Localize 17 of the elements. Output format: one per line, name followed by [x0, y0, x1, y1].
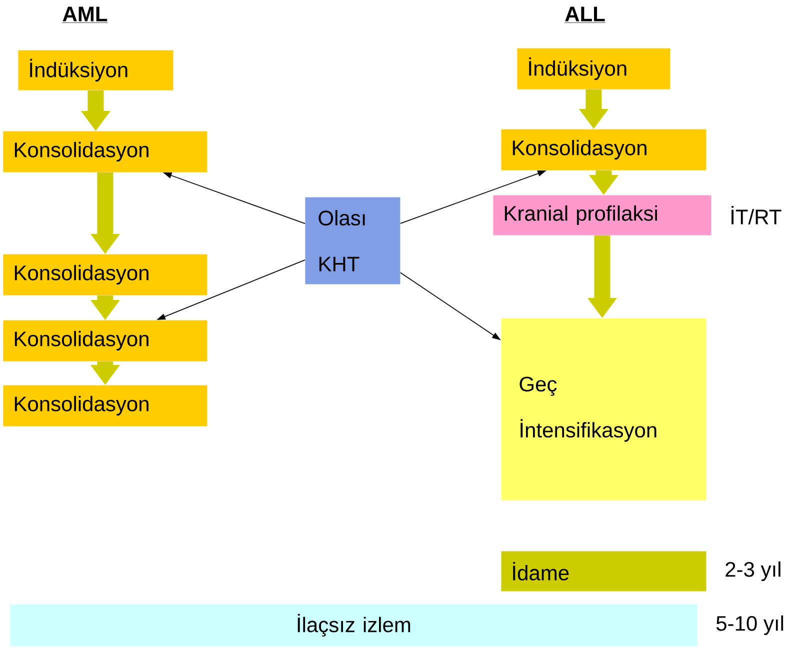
decision-box: Olası KHT — [305, 197, 400, 284]
phase-box: Konsolidasyon — [3, 320, 208, 362]
column-heading: ALL — [564, 6, 606, 23]
phase-box: Konsolidasyon — [501, 129, 706, 170]
phase-box: İndüksiyon — [18, 50, 174, 90]
duration-label: 2-3 yıl — [726, 561, 780, 581]
phase-box: İndüksiyon — [517, 48, 670, 90]
phase-box: Konsolidasyon — [3, 254, 208, 296]
duration-label: 5-10 yıl — [716, 615, 784, 635]
phase-box: Konsolidasyon — [3, 131, 208, 172]
duration-label: İT/RT — [732, 206, 782, 224]
phase-box: Kranial profilaksi — [493, 195, 712, 236]
phase-box: İdame — [501, 551, 706, 592]
phase-band: İlaçsız izlem — [10, 604, 698, 646]
column-heading: AML — [62, 6, 108, 23]
phase-box: Konsolidasyon — [3, 385, 208, 426]
phase-box: Geç İntensifikasyon — [501, 318, 706, 500]
